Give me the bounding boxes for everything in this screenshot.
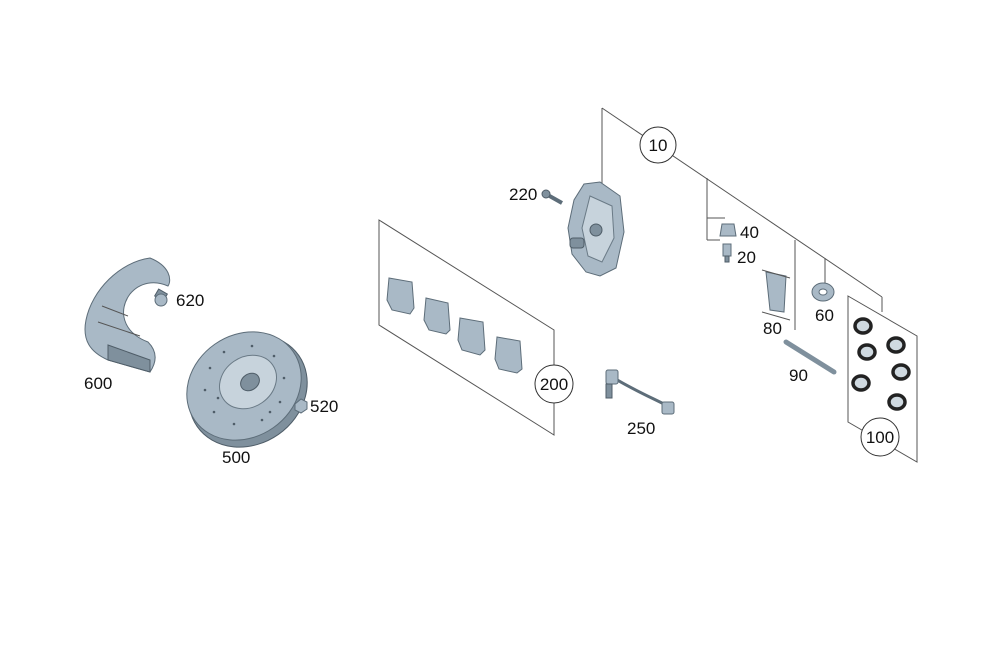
- brake-pads-200: [386, 277, 523, 374]
- callout-label-600: 600: [84, 374, 112, 393]
- bleeder-screw-20: [722, 243, 732, 263]
- callout-label-520: 520: [310, 397, 338, 416]
- callout-label-200: 200: [540, 375, 568, 394]
- callout-circle-10: [639, 126, 677, 164]
- callout-label-90: 90: [789, 366, 808, 385]
- brake-disc-500: [186, 331, 308, 448]
- bolt-620: [153, 288, 169, 307]
- callout-circle-200: [534, 364, 574, 404]
- retaining-spring-80: [761, 269, 791, 321]
- callout-label-10: 10: [649, 136, 668, 155]
- washer-60: [811, 282, 835, 302]
- callout-label-620: 620: [176, 291, 204, 310]
- screw-520: [294, 398, 308, 414]
- callout-label-80: 80: [763, 319, 782, 338]
- callout-circle-100: [860, 417, 900, 457]
- dust-shield-600: [84, 257, 171, 373]
- bleeder-cap-40: [719, 223, 737, 237]
- callout-label-40: 40: [740, 223, 759, 242]
- leader-lines: [378, 107, 918, 463]
- brake-caliper-10: [567, 181, 625, 277]
- callout-label-100: 100: [866, 428, 894, 447]
- callout-label-500: 500: [222, 448, 250, 467]
- pin-90: [783, 339, 837, 375]
- callout-label-250: 250: [627, 419, 655, 438]
- callout-label-60: 60: [815, 306, 834, 325]
- wear-sensor-250: [605, 369, 675, 415]
- caliper-bolt-220: [541, 189, 563, 205]
- callout-label-220: 220: [509, 185, 537, 204]
- seal-kit-100: [851, 317, 911, 411]
- callout-label-20: 20: [737, 248, 756, 267]
